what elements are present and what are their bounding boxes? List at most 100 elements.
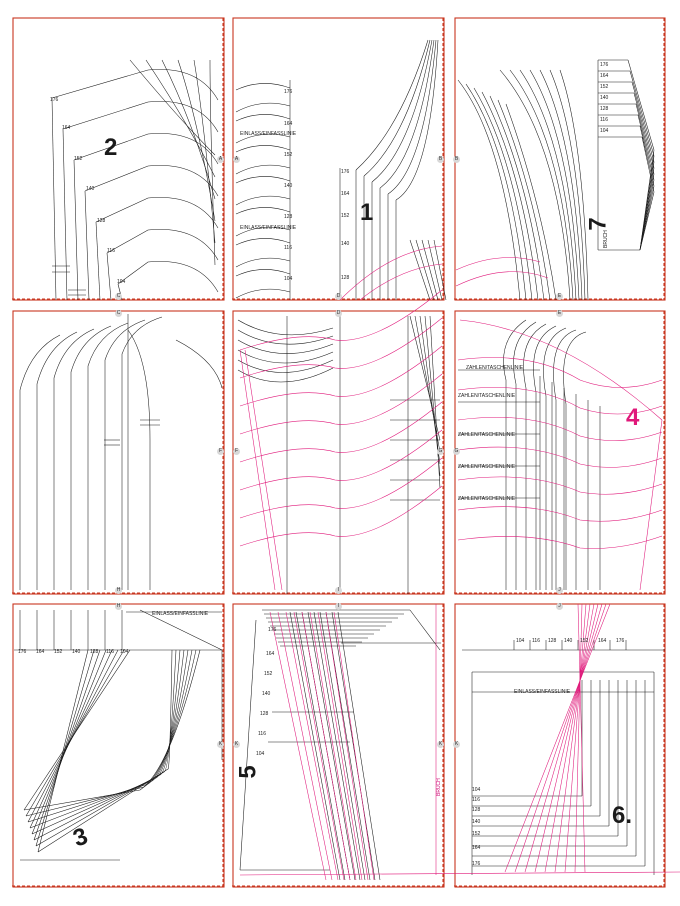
pattern-line <box>325 611 369 881</box>
pattern-curve <box>177 59 216 222</box>
pattern-line <box>73 159 79 301</box>
pattern-curve <box>505 103 557 301</box>
pattern-curve <box>239 429 443 491</box>
junction-marker-c: C <box>115 310 122 317</box>
pattern-line <box>331 611 376 881</box>
size-label: 152 <box>600 84 609 90</box>
pattern-curve <box>533 325 557 590</box>
pattern-line <box>33 649 101 841</box>
pattern-line <box>429 315 441 489</box>
pattern-curve <box>209 59 216 266</box>
pattern-curve <box>239 457 443 519</box>
pattern-line <box>639 125 655 187</box>
junction-marker-h: H <box>115 587 122 594</box>
pattern-line <box>544 603 595 873</box>
bruch-label-1: BRUCH <box>603 230 609 248</box>
pattern-curve <box>104 319 146 590</box>
size-label: 104 <box>516 638 525 644</box>
pattern-line <box>421 239 439 301</box>
size-label: 140 <box>341 241 350 247</box>
pattern-curve <box>62 101 219 133</box>
pattern-curve <box>457 416 663 441</box>
pattern-curve <box>27 649 193 823</box>
pattern-line <box>409 239 431 301</box>
size-label: 116 <box>106 649 114 655</box>
pattern-line <box>574 603 583 873</box>
pattern-line <box>639 419 663 591</box>
pattern-curve <box>235 145 291 153</box>
pattern-curve <box>237 367 334 383</box>
pattern-curve <box>239 289 443 351</box>
size-label: 164 <box>600 73 609 79</box>
zahlen-label-4: ZAHLEN/TASCHENLINIE <box>458 464 516 470</box>
pattern-curve <box>239 317 443 379</box>
size-label: 128 <box>600 106 609 112</box>
size-label: 104 <box>120 649 129 655</box>
pattern-curve <box>457 535 663 549</box>
pattern-curve <box>235 176 291 184</box>
page-frame <box>12 310 225 595</box>
pattern-curve <box>549 69 586 301</box>
pattern-number-2: 2 <box>104 134 118 161</box>
page-frame <box>454 310 666 595</box>
pattern-curve <box>36 331 78 590</box>
pattern-curve <box>121 316 163 590</box>
pattern-curve <box>145 59 216 178</box>
size-label: 164 <box>266 651 275 657</box>
size-label: 164 <box>472 845 481 851</box>
pattern-curve <box>161 59 216 200</box>
pattern-curve <box>503 319 527 590</box>
size-label: 116 <box>472 797 480 803</box>
size-label: 164 <box>598 638 607 644</box>
pattern-lines <box>14 39 665 881</box>
pattern-curve <box>513 321 537 590</box>
pattern-curve <box>457 387 663 415</box>
junction-marker-c: C <box>115 293 122 300</box>
pattern-curve <box>519 69 577 301</box>
junction-marker-j: J <box>556 603 563 610</box>
pattern-curve <box>51 69 219 101</box>
size-label: 116 <box>107 248 115 254</box>
zahlen-label-1: ZAHLEN/TASCHENLINIE <box>466 365 524 371</box>
size-label: 176 <box>341 169 350 175</box>
pattern-line <box>415 239 435 301</box>
pattern-line <box>295 611 346 881</box>
junction-marker-f: F <box>217 448 224 455</box>
pattern-line <box>84 190 90 301</box>
pattern-line <box>239 349 276 591</box>
pattern-line <box>337 611 381 881</box>
size-label: 164 <box>36 649 45 655</box>
pattern-curve <box>95 197 219 229</box>
size-label: 152 <box>54 649 63 655</box>
pattern-curve <box>87 322 129 590</box>
size-label: 152 <box>472 831 481 837</box>
junction-marker-b: B <box>437 156 444 163</box>
size-label: 128 <box>284 214 293 220</box>
size-label: 140 <box>284 183 293 189</box>
pattern-line <box>307 611 356 881</box>
size-label: 176 <box>50 97 59 103</box>
bruch-label-2: BRUCH <box>436 778 442 796</box>
pattern-curve <box>497 99 551 301</box>
pattern-line <box>554 603 591 873</box>
page-frame <box>12 17 225 301</box>
einlass-label-3: EINLASS/EINFASSLINIE <box>152 611 209 617</box>
pattern-line <box>637 114 655 181</box>
size-label: 164 <box>62 125 71 131</box>
pattern-line <box>239 619 257 871</box>
pattern-curve <box>395 39 439 201</box>
size-label: 104 <box>600 128 609 134</box>
junction-marker-l: K <box>437 741 444 748</box>
pattern-curve <box>529 69 580 301</box>
pattern-curve <box>23 649 201 811</box>
size-label: 140 <box>72 649 81 655</box>
pattern-line <box>27 649 119 823</box>
size-label: 152 <box>284 152 293 158</box>
pattern-line <box>504 603 611 873</box>
pattern-line <box>285 611 339 881</box>
size-label: 104 <box>117 279 126 285</box>
pattern-curve <box>523 323 547 590</box>
pattern-curve <box>499 69 571 301</box>
pattern-curve <box>239 345 443 407</box>
